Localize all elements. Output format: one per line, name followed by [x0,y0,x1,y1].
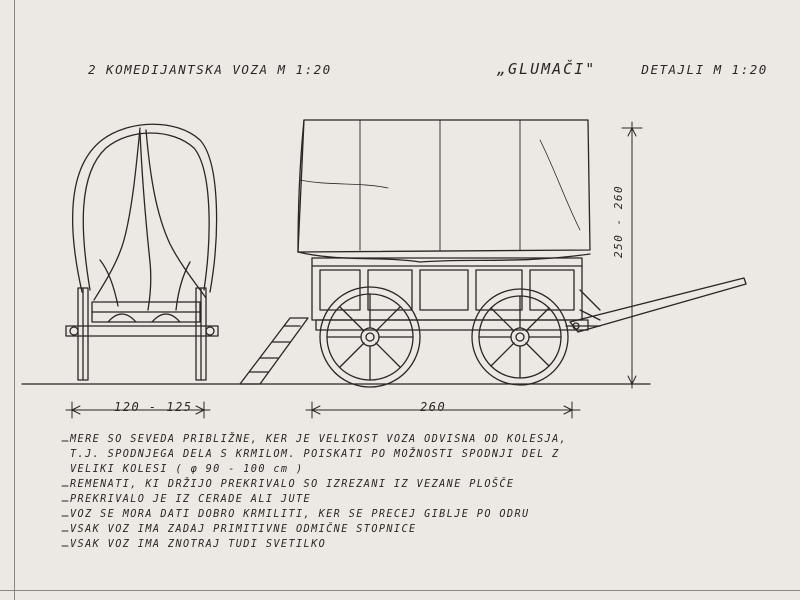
note-line: REMENATI, KI DRŽIJO PREKRIVALO SO IZREZA… [70,479,515,490]
dimension-front-width: 120 - 125 [114,400,193,414]
dimension-height: 250 - 260 [612,184,625,258]
title-detail: DETAJLI M 1:20 [641,62,768,77]
note-bullets [61,440,69,547]
wagon-tongue [565,277,747,333]
note-line: VOZ SE MORA DATI DOBRO KRMILITI, KER SE … [70,509,530,520]
dimension-lines [65,121,643,419]
rear-wheel [319,286,421,388]
note-line: PREKRIVALO JE IZ CERADE ALI JUTE [70,494,312,505]
note-line: VSAK VOZ IMA ZNOTRAJ TUDI SVETILKO [70,539,327,550]
note-line: VSAK VOZ IMA ZADAJ PRIMITIVNE ODMIČNE ST… [70,524,417,535]
title-left: 2 KOMEDIJANTSKA VOZA M 1:20 [88,62,332,77]
note-line: T.J. SPODNJEGA DELA S KRMILOM. POISKATI … [70,449,560,460]
note-line: VELIKI KOLESI ( φ 90 - 100 cm ) [70,464,304,475]
title-name: „GLUMAČI" [497,60,597,78]
note-line: MERE SO SEVEDA PRIBLIŽNE, KER JE VELIKOS… [70,434,568,445]
notes-block: MERE SO SEVEDA PRIBLIŽNE, KER JE VELIKOS… [70,432,567,552]
rear-steps [239,317,309,385]
sheet-edge-left [14,0,15,600]
side-view [239,119,747,388]
front-view [65,123,219,381]
dimension-side-length: 260 [420,400,447,414]
title-right: „GLUMAČI" DETAJLI M 1:20 [497,60,768,78]
front-wheel [471,288,569,386]
sheet-edge-bottom [0,590,800,591]
